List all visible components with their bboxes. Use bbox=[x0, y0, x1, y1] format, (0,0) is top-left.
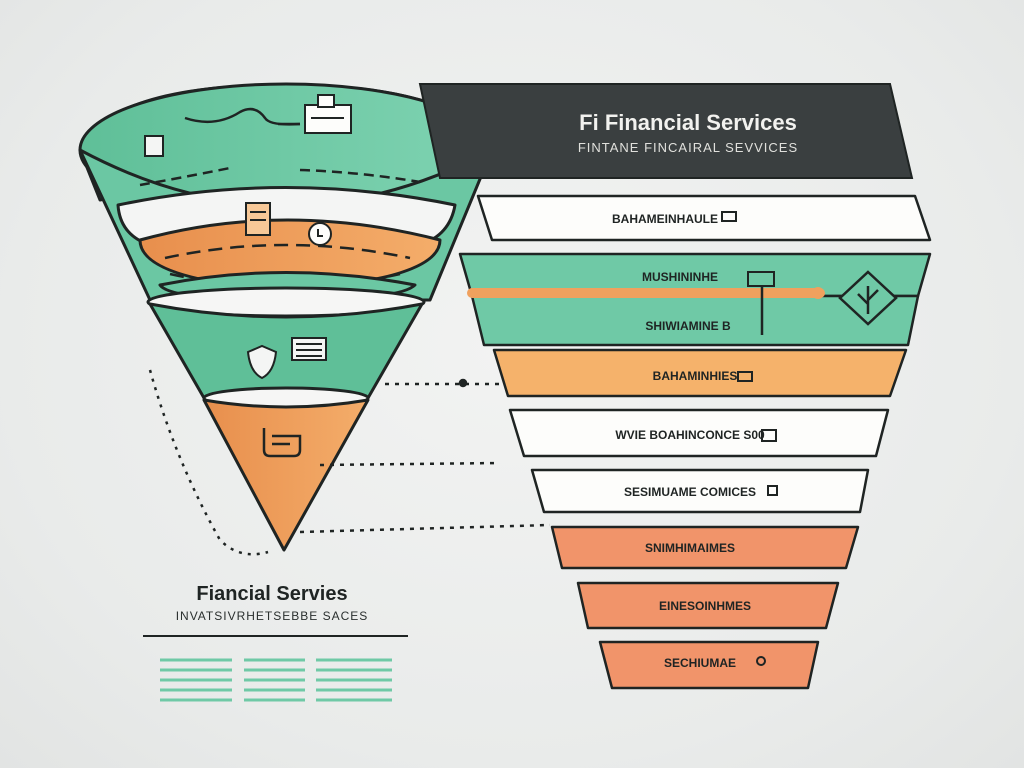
tier-4 bbox=[492, 348, 908, 398]
tier-5-label: WVIE BOAHINCONCE S00 bbox=[615, 428, 765, 442]
tier-7 bbox=[550, 525, 860, 570]
footer-block: Fiancial Servies INVATSIVRHETSEBBE SACES bbox=[143, 583, 408, 702]
tier-1 bbox=[476, 194, 932, 242]
tier-6-label: SESIMUAME COMICES bbox=[624, 485, 756, 499]
chart-icon bbox=[245, 202, 271, 236]
header-subtitle: FINTANE FINCAIRAL SEVVICES bbox=[578, 140, 798, 155]
header-title: Fi Financial Services bbox=[579, 110, 797, 135]
tier-4-label: BAHAMINHIES bbox=[653, 369, 738, 383]
tier-8-label: EINESOINHMES bbox=[659, 599, 751, 613]
tier-9-label: SECHIUMAE bbox=[664, 656, 736, 670]
tier-icons bbox=[721, 211, 778, 666]
connectors bbox=[148, 369, 551, 556]
briefcase-icon bbox=[144, 135, 164, 157]
tier-7-label: SNIMHIMAIMES bbox=[645, 541, 735, 555]
tier-1-icon bbox=[721, 211, 737, 222]
tier-6-icon bbox=[767, 485, 778, 496]
list-icon bbox=[291, 337, 327, 361]
funnel-cone bbox=[78, 82, 494, 552]
tier-5-icon bbox=[761, 429, 777, 442]
tier-5 bbox=[508, 408, 890, 458]
footer-subtitle: INVATSIVRHETSEBBE SACES bbox=[176, 609, 369, 623]
footer-lines bbox=[160, 658, 392, 702]
header-banner: Fi Financial Services FINTANE FINCAIRAL … bbox=[418, 83, 914, 179]
cone-decorations bbox=[139, 107, 421, 187]
clock-icon bbox=[308, 222, 332, 246]
tier-6 bbox=[530, 468, 870, 514]
tier-4-icon bbox=[737, 371, 753, 382]
tier-1-label: BAHAMEINHAULE bbox=[612, 212, 718, 226]
tier-2-label: MUSHININHE bbox=[642, 270, 718, 284]
progress-indicator bbox=[467, 271, 825, 335]
footer-title: Fiancial Servies bbox=[196, 583, 347, 605]
cone-lower-body bbox=[202, 398, 370, 552]
tier-9-icon bbox=[756, 656, 766, 666]
tier-3-label: SHIWIAMINE B bbox=[645, 319, 731, 333]
tier-8 bbox=[576, 581, 840, 630]
tier-9 bbox=[598, 640, 820, 690]
document-icon bbox=[304, 94, 352, 134]
funnel-tiers bbox=[458, 194, 932, 690]
shield-icon bbox=[246, 344, 278, 380]
basket-icon bbox=[262, 428, 302, 458]
diamond-growth-icon bbox=[838, 270, 898, 326]
